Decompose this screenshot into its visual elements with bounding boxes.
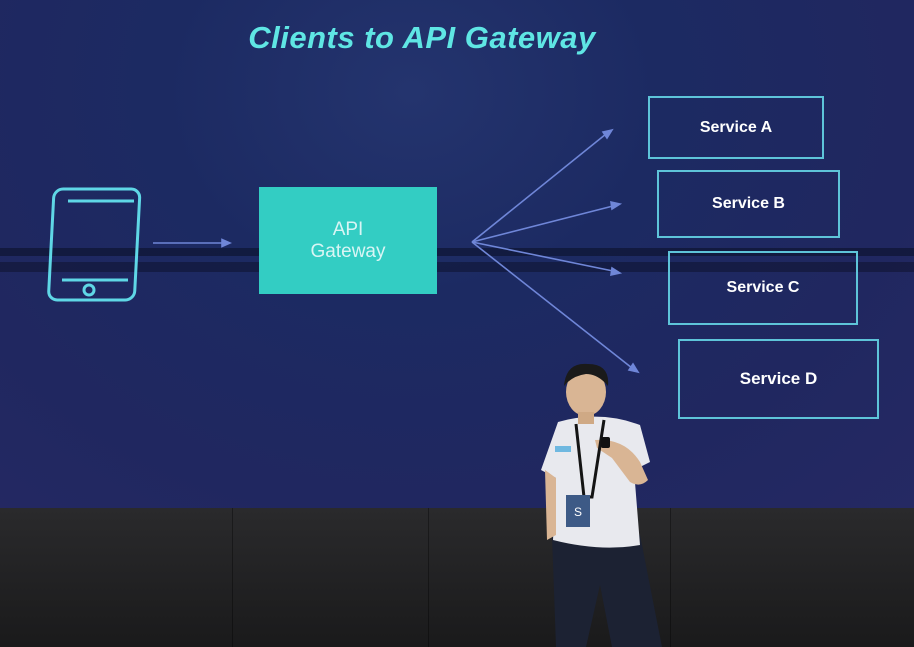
slide-title: Clients to API Gateway [248,20,596,55]
presenter-neck [578,412,594,424]
api-gateway-box: API Gateway [259,187,437,294]
presenter-hair [564,363,609,386]
screen-band [0,248,914,256]
floor-seam [670,508,671,647]
service-box-c: Service C [668,251,858,325]
service-box-d: Service D [678,339,879,419]
service-box-b: Service B [657,170,840,238]
badge-letter: S [574,505,582,519]
name-badge [566,495,590,527]
smartphone-icon [47,187,142,302]
client-arrow [153,238,232,248]
screen-band [0,262,914,272]
projection-screen: Clients to API Gateway [0,0,914,508]
service-box-a: Service A [648,96,824,159]
service-arrows [471,128,640,374]
lanyard-clip [555,446,571,452]
stage-floor [0,508,914,647]
presenter-trousers [552,535,662,647]
diagram-lines [47,128,640,374]
wristwatch [601,437,610,448]
gateway-label-line2: Gateway [310,240,386,262]
floor-seam [428,508,429,647]
presenter-head [566,368,606,416]
gateway-label-line1: API [332,218,364,240]
presenter-left-arm [545,470,556,540]
floor-seam [232,508,233,647]
presenter-right-arm [595,439,648,485]
